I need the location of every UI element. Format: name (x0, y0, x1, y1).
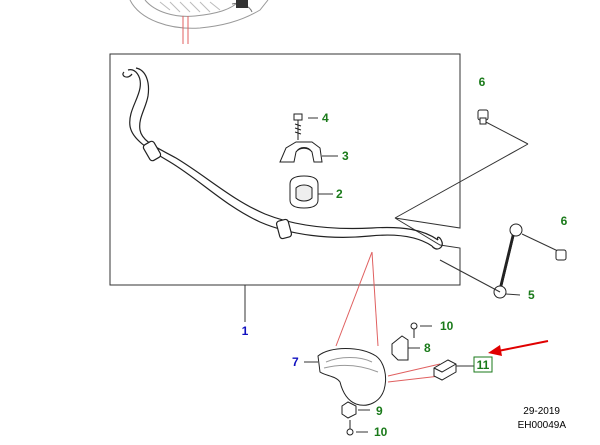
stabilizer-bar (122, 67, 443, 250)
footer-code: EH00049A (518, 420, 567, 431)
nut-part-9 (341, 401, 370, 419)
bolt-part-4 (293, 113, 318, 140)
callout-10-lower: 10 (374, 425, 388, 439)
vehicle-sketch (129, 0, 269, 29)
callout-4: 4 (322, 111, 329, 125)
callout-6-upper: 6 (479, 75, 486, 89)
callout-8: 8 (424, 341, 431, 355)
bolt-part-10-upper (410, 322, 432, 338)
callout-9: 9 (376, 404, 383, 418)
callout-5: 5 (528, 288, 535, 302)
callout-7: 7 (292, 355, 299, 369)
callout-10-upper: 10 (440, 319, 454, 333)
callout-11-box (473, 356, 493, 373)
callout-1: 1 (242, 324, 249, 338)
drop-link (394, 109, 567, 299)
bracket-part-8 (391, 335, 420, 361)
callout-11: 11 (477, 358, 490, 372)
bushing-part-2 (289, 175, 333, 209)
leaders-lower (335, 251, 441, 383)
assembly-frame (109, 53, 461, 286)
clip-part-11 (433, 359, 474, 381)
bolt-part-10-lower (346, 420, 368, 436)
callout-6-lower: 6 (561, 214, 568, 228)
vehicle-leader (182, 16, 189, 44)
bracket-part-3 (279, 141, 338, 163)
callout-2: 2 (336, 187, 343, 201)
highlight-arrow (488, 340, 549, 356)
footer-date: 29-2019 (523, 406, 560, 417)
callout-3: 3 (342, 149, 349, 163)
shield-part-7 (304, 348, 387, 406)
